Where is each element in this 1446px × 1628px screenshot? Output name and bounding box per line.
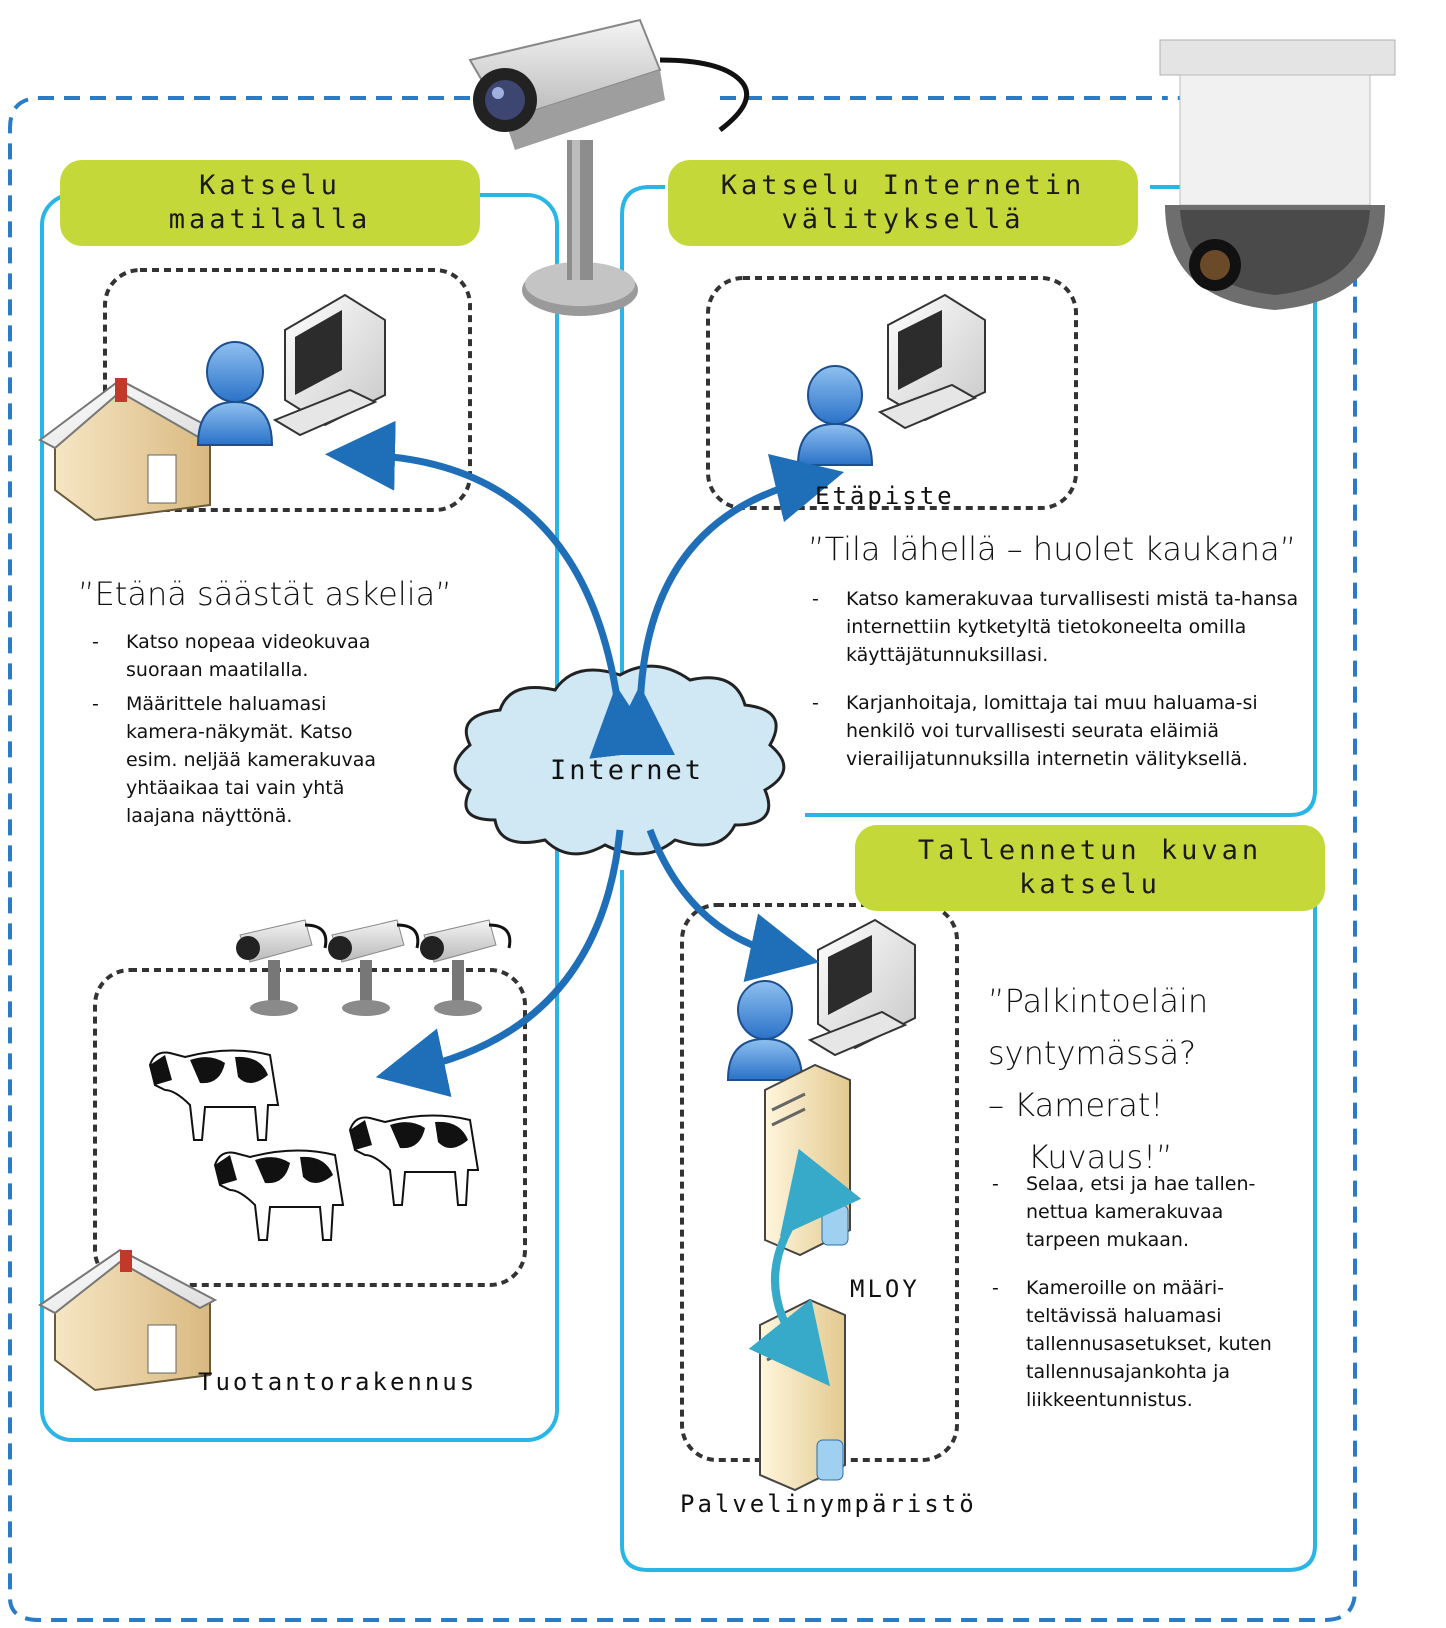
list-item: Määrittele haluamasi kamera-näkymät. Kat…	[88, 690, 388, 830]
recorded-quote-line: – Kamerat!	[988, 1086, 1164, 1124]
cow-icon	[348, 1114, 480, 1206]
recorded-quote: ”Palkintoeläin syntymässä? – Kamerat! Ku…	[988, 975, 1208, 1183]
farm-bullets: Katso nopeaa videokuvaa suoraan maatilal…	[88, 628, 388, 836]
farm-workstation-box	[103, 268, 472, 512]
computer-icon	[272, 293, 386, 437]
tab-recorded-viewing: Tallennetun kuvan katselu	[855, 825, 1325, 911]
list-item: Karjanhoitaja, lomittaja tai muu haluama…	[808, 689, 1303, 773]
outer-dashed-border	[8, 96, 1357, 1622]
arrow-to-production	[375, 829, 624, 1098]
internet-label: Internet	[550, 755, 705, 786]
panel-internet-left	[620, 185, 665, 720]
network-camera-icon	[420, 919, 512, 1016]
recorded-quote-line: syntymässä?	[988, 1034, 1197, 1072]
tab-farm-line1: Katselu	[199, 170, 341, 201]
remote-point-box	[706, 276, 1078, 510]
tab-internet-line2: välityksellä	[781, 204, 1025, 235]
computer-icon	[877, 293, 986, 430]
user-icon	[726, 980, 804, 1081]
tab-farm-viewing: Katselu maatilalla	[60, 160, 480, 246]
production-building-label: Tuotantorakennus	[198, 1368, 478, 1396]
cow-icon	[213, 1149, 345, 1241]
list-item: Kameroille on määri-teltävissä haluamasi…	[988, 1274, 1288, 1414]
tab-farm-line2: maatilalla	[168, 204, 372, 235]
arrow-to-server-env	[646, 828, 820, 983]
house-icon	[38, 1248, 218, 1392]
tab-internet-viewing: Katselu Internetin välityksellä	[668, 160, 1138, 246]
server-environment-label: Palvelinympäristö	[680, 1490, 977, 1518]
list-item: Selaa, etsi ja hae tallen-nettua kamerak…	[988, 1170, 1288, 1254]
network-camera-icon	[468, 18, 750, 316]
house-icon	[38, 378, 218, 522]
recorded-quote-line: ”Palkintoeläin	[988, 982, 1209, 1020]
production-box	[93, 968, 527, 1287]
tab-recorded-line2: katselu	[1019, 869, 1161, 900]
internet-quote: ”Tila lähellä – huolet kaukana”	[808, 530, 1297, 568]
server-icon	[764, 1063, 851, 1257]
network-camera-icon	[236, 919, 328, 1016]
internet-bullets: Katso kamerakuvaa turvallisesti mistä ta…	[808, 585, 1303, 779]
user-icon	[796, 365, 874, 466]
cow-icon	[148, 1049, 280, 1141]
server-sync-arrow	[748, 1148, 862, 1387]
dome-camera-icon	[1159, 39, 1396, 310]
farm-quote: ”Etänä säästät askelia”	[78, 575, 452, 613]
tab-internet-line1: Katselu Internetin	[720, 170, 1086, 201]
network-camera-icon	[328, 919, 420, 1016]
list-item: Katso kamerakuvaa turvallisesti mistä ta…	[808, 585, 1303, 669]
server-icon	[759, 1298, 846, 1492]
list-item: Katso nopeaa videokuvaa suoraan maatilal…	[88, 628, 388, 684]
tab-recorded-line1: Tallennetun kuvan	[917, 835, 1263, 866]
remote-point-label: Etäpiste	[815, 482, 955, 510]
computer-icon	[807, 918, 916, 1057]
user-icon	[196, 341, 274, 446]
recorded-bullets: Selaa, etsi ja hae tallen-nettua kamerak…	[988, 1170, 1288, 1420]
server-label: MLOY	[850, 1275, 920, 1303]
arrow-to-remote	[604, 453, 845, 756]
